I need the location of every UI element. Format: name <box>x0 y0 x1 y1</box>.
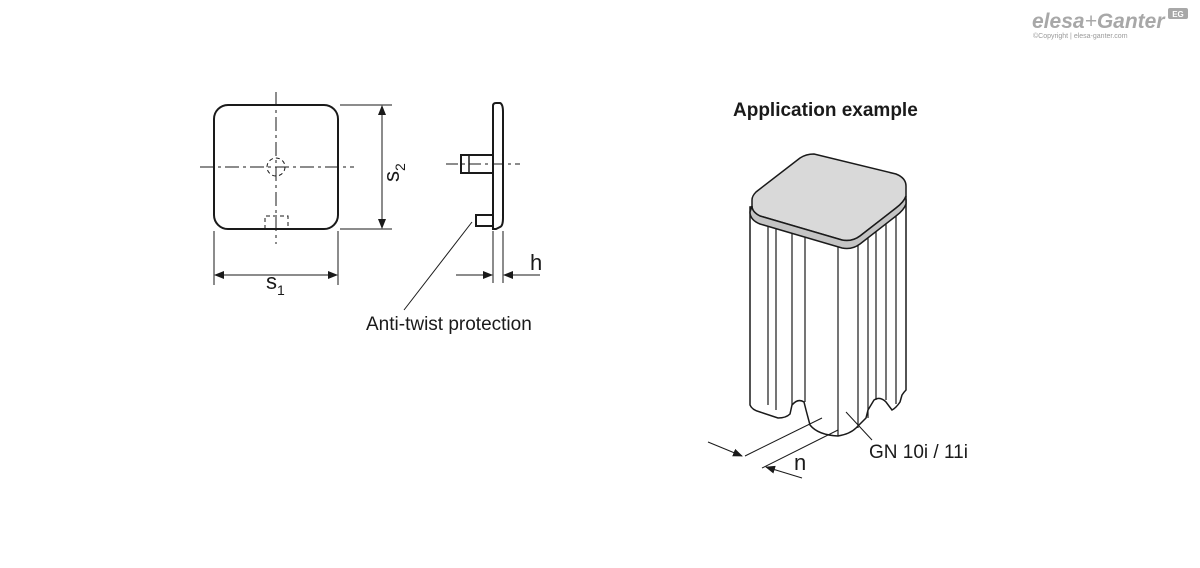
end-cap-side <box>749 195 907 250</box>
dimension-n-right-arrow <box>765 465 803 479</box>
logo-badge <box>1168 8 1188 19</box>
label-anti-twist-protection: Anti-twist protection <box>366 314 532 335</box>
dimension-n-left-arrow <box>707 441 743 457</box>
product-leader <box>845 411 873 441</box>
label-h: h <box>530 250 542 275</box>
side-view <box>403 102 540 311</box>
hidden-spigot <box>266 157 286 177</box>
svg-text:EG: EG <box>1172 10 1184 19</box>
hidden-anti-twist-lug <box>264 215 289 229</box>
application-illustration <box>707 153 907 479</box>
front-view <box>200 92 392 285</box>
svg-text:©Copyright | elesa-ganter.com: ©Copyright | elesa-ganter.com <box>1033 32 1128 40</box>
label-s1: s1 <box>266 269 285 298</box>
elesa-ganter-logo: elesa+Ganter EG ©Copyright | elesa-gante… <box>1032 8 1188 40</box>
label-product: GN 10i / 11i <box>869 442 968 463</box>
label-n: n <box>794 450 806 475</box>
application-title: Application example <box>733 100 918 121</box>
svg-text:elesa+Ganter: elesa+Ganter <box>1032 10 1166 33</box>
label-s2: s2 <box>379 163 408 182</box>
anti-twist-lug-profile <box>475 214 494 227</box>
anti-twist-leader <box>403 221 473 311</box>
cap-plate-profile <box>492 102 504 230</box>
